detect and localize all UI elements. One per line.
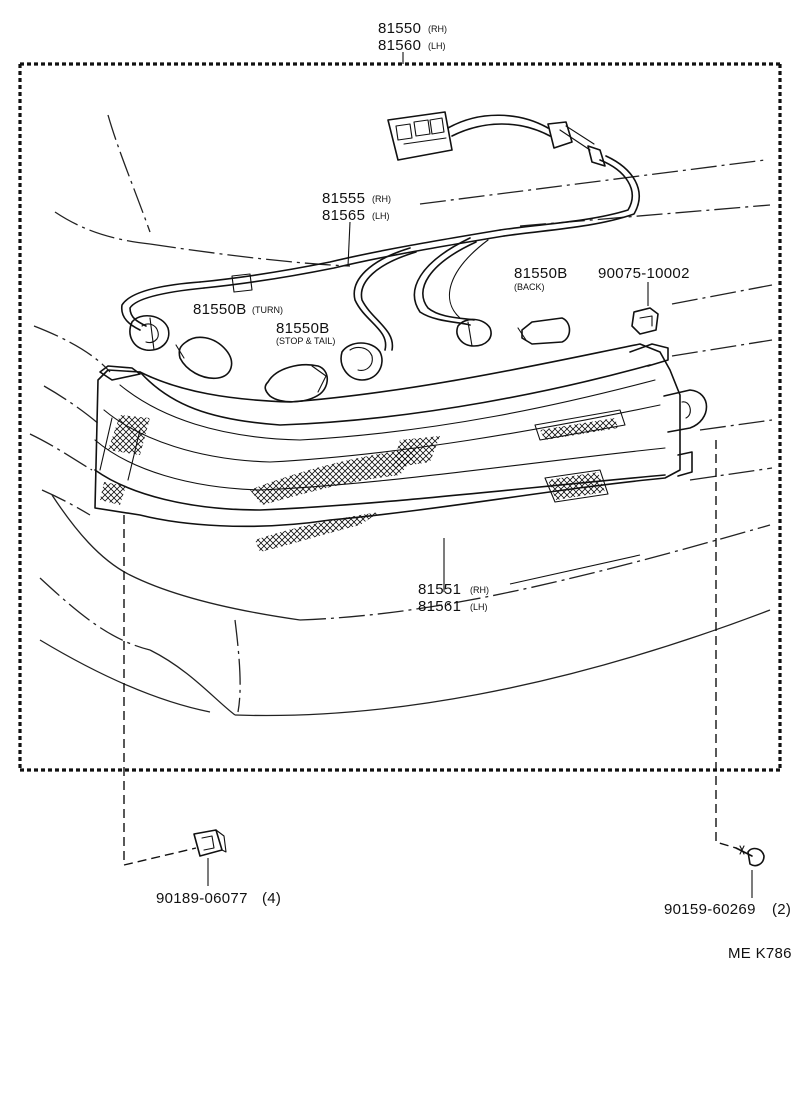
lens-rh-part: 81551	[418, 581, 461, 598]
harness-rh-tag: (RH)	[372, 194, 391, 204]
label-assembly: 81550 (RH) 81560 (LH)	[378, 20, 447, 54]
harness-lh-tag: (LH)	[372, 211, 390, 221]
nut-left	[193, 829, 227, 886]
clip-top-part: 90075-10002	[598, 265, 690, 282]
label-clip-top: 90075-10002	[598, 265, 690, 282]
lens-lh-part: 81561	[418, 598, 461, 615]
assembly-lh-part: 81560	[378, 37, 421, 54]
screw-right-qty: (2)	[772, 901, 791, 918]
harness-rh-part: 81555	[322, 190, 365, 207]
bulb-turn-part: 81550B	[193, 301, 247, 318]
label-lens-housing: 81551 (RH) 81561 (LH)	[418, 581, 489, 615]
label-bulb-back: 81550B (BACK)	[514, 265, 568, 292]
lens-lh-tag: (LH)	[470, 602, 488, 612]
nut-left-part: 90189-06077	[156, 890, 248, 907]
lens-rh-tag: (RH)	[470, 585, 489, 595]
nut-left-qty: (4)	[262, 890, 281, 907]
bulb-stop-tail-tag: (STOP & TAIL)	[276, 336, 335, 346]
label-harness: 81555 (RH) 81565 (LH)	[322, 190, 391, 224]
bulb-back-tag: (BACK)	[514, 282, 545, 292]
assembly-rh-tag: (RH)	[428, 24, 447, 34]
assembly-frame	[18, 52, 782, 772]
screw-right	[735, 845, 765, 898]
bulb-back-part: 81550B	[514, 265, 568, 282]
wiring-harness	[120, 111, 640, 351]
vehicle-body-outline	[29, 114, 773, 717]
bulb-turn-tag: (TURN)	[252, 305, 283, 315]
label-screw-right: 90159-60269 (2)	[664, 901, 791, 918]
label-bulb-turn: 81550B (TURN)	[193, 301, 283, 318]
harness-lh-part: 81565	[322, 207, 365, 224]
bulb-turn	[129, 315, 233, 380]
assembly-rh-part: 81550	[378, 20, 421, 37]
clip-top	[631, 282, 659, 335]
lens-housing	[94, 343, 708, 592]
bulb-back	[456, 317, 571, 347]
diagram-code: ME K786	[728, 945, 792, 962]
screw-right-part: 90159-60269	[664, 901, 756, 918]
fastener-leaders	[123, 440, 737, 866]
bulb-stop-tail	[264, 342, 383, 403]
label-bulb-stop-tail: 81550B (STOP & TAIL)	[276, 320, 335, 346]
bulb-stop-tail-part: 81550B	[276, 320, 330, 337]
label-nut-left: 90189-06077 (4)	[156, 890, 281, 907]
assembly-lh-tag: (LH)	[428, 41, 446, 51]
